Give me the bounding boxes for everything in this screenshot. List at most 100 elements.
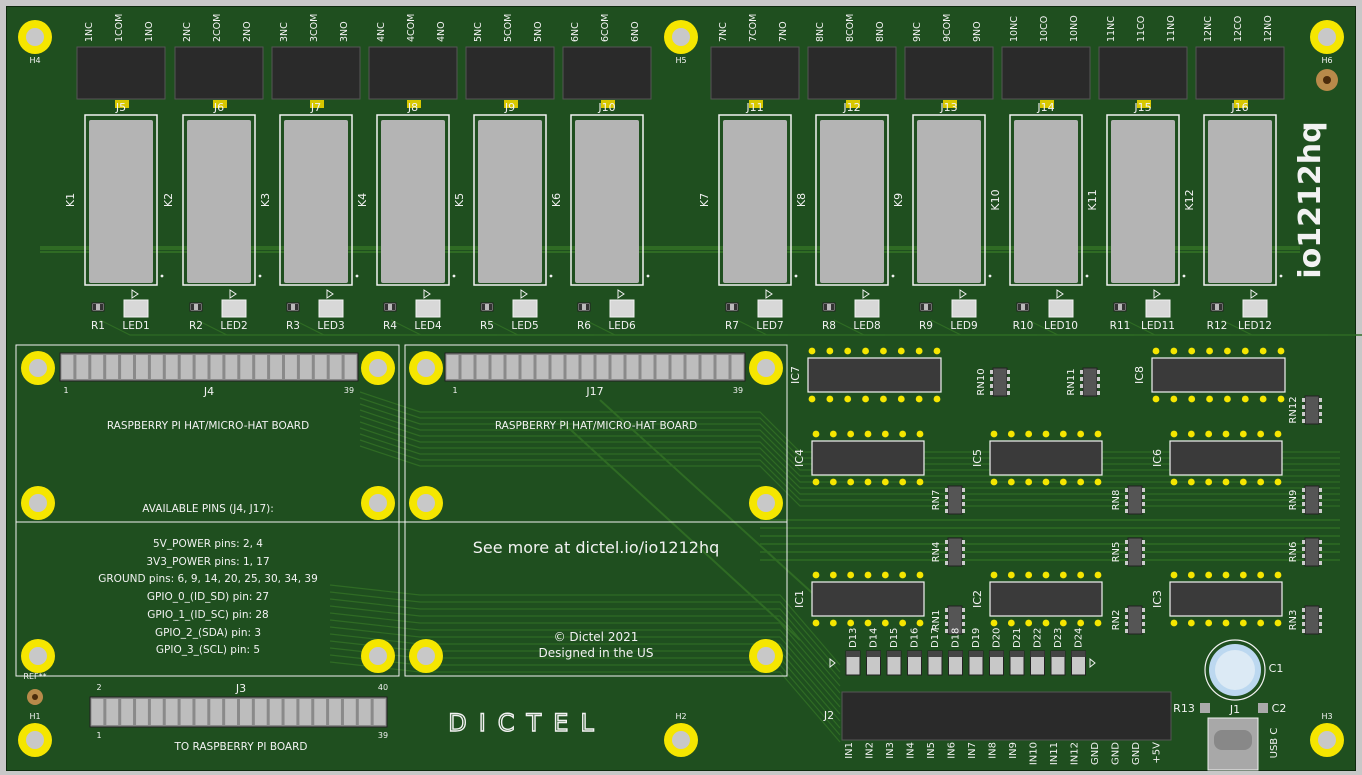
ic-pin xyxy=(881,430,889,438)
ic-pin xyxy=(899,478,907,486)
ic-pin xyxy=(1239,571,1247,579)
resistor-ref: R5 xyxy=(480,320,494,332)
ic-body xyxy=(1169,440,1283,476)
ic-pin xyxy=(881,571,889,579)
led-ref: LED10 xyxy=(1044,320,1078,332)
resistor-end xyxy=(921,304,924,310)
header-pin xyxy=(551,355,564,379)
rn-ref: RN10 xyxy=(976,368,987,395)
ic-pin xyxy=(812,478,820,486)
resistor-network: RN1 xyxy=(931,605,965,635)
resistor-ref: R2 xyxy=(189,320,203,332)
terminal-block xyxy=(562,46,652,100)
ic-package: IC7 xyxy=(789,347,942,403)
terminal-block-ref: J10 xyxy=(597,101,615,114)
terminal-pin-label: 11CO xyxy=(1136,16,1147,42)
pin1-dot xyxy=(258,274,262,278)
ic-pin xyxy=(1188,395,1196,403)
relay-outline xyxy=(182,114,256,286)
rn-pin xyxy=(1125,547,1128,551)
ic-pin xyxy=(1224,347,1231,355)
terminal-block-ref: J5 xyxy=(115,101,126,114)
rn-pin xyxy=(1319,540,1322,544)
pi-header-pin-tr: 40 xyxy=(378,683,388,692)
led-diode-symbol xyxy=(617,289,625,299)
ic-pin xyxy=(844,347,852,355)
rn-pin xyxy=(1125,608,1128,612)
resistor-ref: R12 xyxy=(1207,320,1228,332)
relay-outline xyxy=(1009,114,1083,286)
led-diode-symbol xyxy=(1153,289,1161,299)
ic-pin xyxy=(1059,619,1067,627)
pin-header-j17 xyxy=(444,352,746,382)
led-ref: LED6 xyxy=(608,320,636,332)
signal-trace xyxy=(559,419,801,641)
rn-pin xyxy=(1302,405,1305,409)
hat-right-pin-last: 39 xyxy=(733,386,743,395)
ic-pin xyxy=(1187,571,1195,579)
resistor-end xyxy=(198,304,201,310)
rn-pin xyxy=(1125,615,1128,619)
input-diode: D15 xyxy=(886,628,902,676)
rn-pin xyxy=(1319,488,1322,492)
usb-label: USB C xyxy=(1269,728,1280,759)
c1-label: C1 xyxy=(1269,662,1284,675)
ic-pin xyxy=(1007,430,1015,438)
led-diode-symbol xyxy=(1056,289,1064,299)
diode-band xyxy=(1030,651,1045,657)
terminal-pin-label: 7COM xyxy=(748,14,759,42)
ic-pin xyxy=(1094,478,1102,486)
resistor-ref: R11 xyxy=(1110,320,1131,332)
rn-ref: RN3 xyxy=(1288,610,1299,631)
rn-pin xyxy=(1302,398,1305,402)
ic-pin xyxy=(1077,478,1085,486)
rn-pin xyxy=(945,540,948,544)
signal-trace xyxy=(359,391,1340,453)
input-diode: D20 xyxy=(989,628,1004,676)
ic-pin xyxy=(1042,571,1050,579)
ic-package: IC4 xyxy=(793,430,925,486)
terminal-pin-label: 9COM xyxy=(942,14,953,42)
ic-pin xyxy=(844,395,852,403)
pin-info-line: 3V3_POWER pins: 1, 17 xyxy=(146,556,269,568)
rn-pin xyxy=(1007,377,1010,381)
signal-trace xyxy=(359,397,1340,459)
pi-header-ref: J3 xyxy=(235,682,246,695)
resistor-pad xyxy=(577,302,591,312)
pin-info-line: 5V_POWER pins: 2, 4 xyxy=(153,538,263,550)
rn-pin xyxy=(1302,495,1305,499)
resistor-pad xyxy=(1113,302,1127,312)
terminal-pin-label: 9NO xyxy=(972,21,983,42)
ic-pin xyxy=(1025,430,1033,438)
pin-info-line: GPIO_2_(SDA) pin: 3 xyxy=(155,627,261,639)
ic-pin xyxy=(1222,430,1230,438)
resistor-end xyxy=(288,304,291,310)
ic-pin xyxy=(847,430,855,438)
copyright: © Dictel 2021 xyxy=(554,630,639,644)
rn-pin xyxy=(962,561,965,565)
rn-pin xyxy=(1142,495,1145,499)
pi-header-caption: TO RASPBERRY PI BOARD xyxy=(173,741,307,753)
resistor-pad xyxy=(91,302,105,312)
header-body xyxy=(444,352,746,382)
rn-pin xyxy=(945,629,948,633)
header-pin xyxy=(91,355,104,379)
rn-pin xyxy=(962,547,965,551)
rn-ref: RN9 xyxy=(1288,490,1299,511)
led-body xyxy=(221,299,247,318)
diode-ref: D24 xyxy=(1074,628,1085,648)
ic-pin xyxy=(1222,619,1230,627)
rn-pin xyxy=(990,377,993,381)
c1-top xyxy=(1215,650,1255,690)
ic-ref: IC5 xyxy=(971,449,984,467)
mount-hole-drill xyxy=(417,359,435,377)
header-pin xyxy=(285,355,297,379)
rn-body xyxy=(1127,537,1143,567)
header-pin xyxy=(106,699,119,725)
led-body xyxy=(854,299,880,318)
resistor-end xyxy=(586,304,589,310)
